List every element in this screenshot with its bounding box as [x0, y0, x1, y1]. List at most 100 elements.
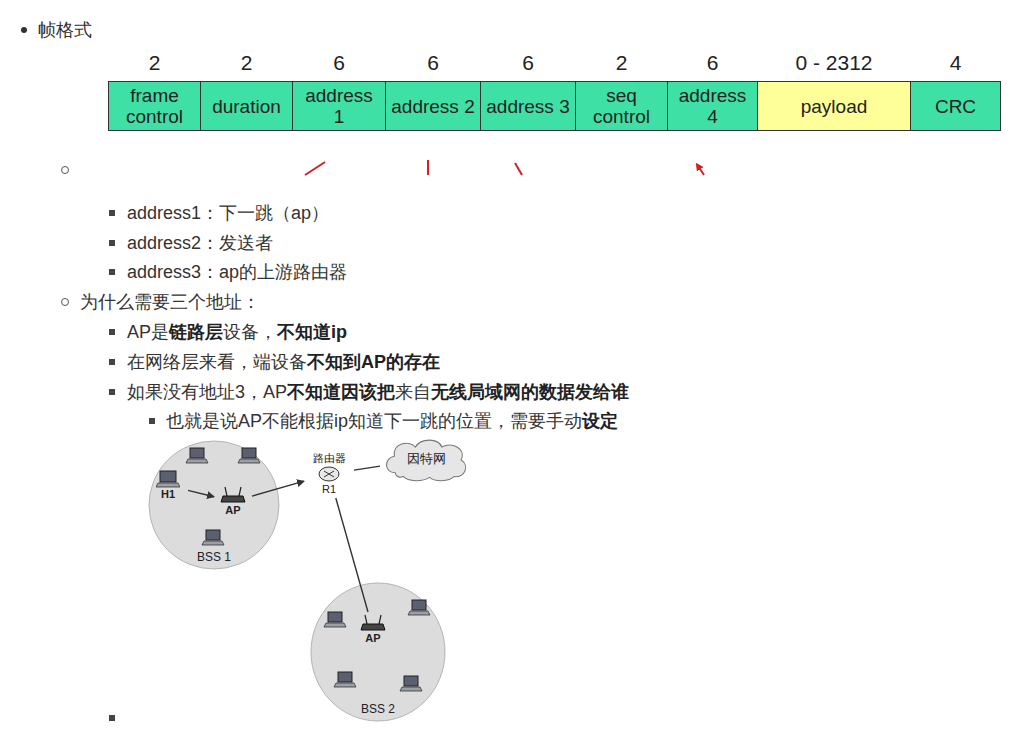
frame-field: 6address 2	[385, 81, 481, 131]
field-name: address 3	[486, 96, 569, 117]
body-text: 来自	[395, 382, 431, 402]
ap-antenna	[225, 487, 227, 496]
laptop-icon	[238, 448, 260, 463]
field-name: address 2	[391, 96, 474, 117]
body-text: 如果没有地址3，AP	[127, 382, 287, 402]
field-size: 6	[658, 50, 767, 76]
bullet-square	[149, 418, 155, 424]
bold-text: 不知到AP的存在	[307, 352, 440, 372]
text-row: 也就是说AP不能根据ip知道下一跳的位置，需要手动设定	[166, 409, 618, 433]
connector	[252, 481, 304, 496]
field-name: frame control	[114, 85, 195, 127]
laptop-icon	[334, 672, 356, 687]
connector	[188, 490, 214, 496]
device-label: H1	[161, 488, 175, 501]
field-size: 2	[191, 50, 302, 76]
bold-text: 不知道因该把	[287, 382, 395, 402]
frame-field: 6address 1	[292, 81, 386, 131]
laptop-node: H1	[150, 470, 186, 501]
bullet-square	[109, 210, 115, 216]
router-mark	[324, 471, 334, 477]
ap-body	[361, 624, 385, 630]
bold-text: 不知道ip	[277, 322, 347, 342]
region-shape	[311, 583, 445, 721]
router-body	[319, 467, 339, 481]
frame-field: 2duration	[200, 81, 293, 131]
text-row: address3：ap的上游路由器	[127, 260, 347, 284]
bullet-square	[109, 269, 115, 275]
body-text: 为什么需要三个地址：	[80, 292, 260, 312]
field-size: 2	[566, 50, 677, 76]
region-shape	[149, 441, 279, 569]
ap-antenna	[379, 615, 381, 624]
router-node: 路由器R1	[306, 452, 352, 496]
device-label: AP	[225, 504, 240, 517]
router-mark	[324, 471, 334, 477]
ap-node: AP	[216, 486, 250, 517]
field-size: 6	[283, 50, 395, 76]
laptop-icon	[408, 600, 430, 615]
body-text: AP是	[127, 322, 169, 342]
region-label: BSS 2	[361, 702, 395, 716]
cloud-node: 因特网	[382, 436, 470, 482]
laptop-icon	[202, 530, 224, 545]
body-text: 在网络层来看，端设备	[127, 352, 307, 372]
device-label: AP	[365, 632, 380, 645]
bullet-square	[109, 329, 115, 335]
frame-field: 2seq control	[575, 81, 668, 131]
field-name: CRC	[935, 96, 976, 117]
frame-field: 6address 3	[480, 81, 576, 131]
ap-body	[221, 496, 245, 502]
laptop-icon	[400, 676, 422, 691]
bold-text: 设定	[582, 411, 618, 431]
bullet-square	[109, 240, 115, 246]
field-name: address 4	[673, 85, 752, 127]
bullet-square	[109, 715, 115, 721]
bullet-dot	[21, 27, 27, 33]
laptop-base	[156, 483, 180, 487]
cloud-label: 因特网	[407, 451, 446, 467]
text-row: 如果没有地址3，AP不知道因该把来自无线局域网的数据发给谁	[127, 380, 629, 404]
frame-field: 6address 4	[667, 81, 758, 131]
text-row: AP是链路层设备，不知道ip	[127, 320, 347, 344]
frame-field: 2frame control	[108, 81, 201, 131]
text-row: 在网络层来看，端设备不知到AP的存在	[127, 350, 440, 374]
laptop-icon	[186, 448, 208, 463]
field-size: 6	[471, 50, 585, 76]
text-row: address1：下一跳（ap）	[127, 201, 329, 225]
red-mark	[305, 162, 325, 175]
field-name: duration	[212, 96, 281, 117]
bullet-ring	[61, 298, 69, 306]
bullet-square	[109, 389, 115, 395]
ap-antenna	[239, 487, 241, 496]
text-row: 帧格式	[38, 18, 92, 42]
connector	[336, 498, 368, 612]
red-mark	[515, 163, 522, 175]
connector	[354, 466, 380, 470]
region-label: BSS 1	[197, 550, 231, 564]
red-mark	[427, 160, 429, 175]
router-name: R1	[322, 483, 336, 496]
body-text: 也就是说AP不能根据ip知道下一跳的位置，需要手动	[166, 411, 582, 431]
ap-antenna	[365, 615, 367, 624]
router-icon	[318, 465, 340, 483]
bullet-ring	[61, 166, 69, 174]
bullet-square	[109, 359, 115, 365]
text-row: address2：发送者	[127, 231, 273, 255]
ap-node: AP	[356, 614, 390, 645]
ap-icon	[360, 614, 386, 632]
frame-field: 0 - 2312payload	[757, 81, 911, 131]
bold-text: 无线局域网的数据发给谁	[431, 382, 629, 402]
body-text: 设备，	[223, 322, 277, 342]
body-text: address2：发送者	[127, 233, 273, 253]
laptop-screen	[160, 471, 176, 482]
body-text: address3：ap的上游路由器	[127, 262, 347, 282]
bold-text: 链路层	[169, 322, 223, 342]
ap-icon	[220, 486, 246, 504]
text-row: 为什么需要三个地址：	[80, 290, 260, 314]
body-text: address1：下一跳（ap）	[127, 203, 329, 223]
field-size: 2	[99, 50, 210, 76]
body-text: 帧格式	[38, 20, 92, 40]
field-size: 4	[901, 50, 1010, 76]
